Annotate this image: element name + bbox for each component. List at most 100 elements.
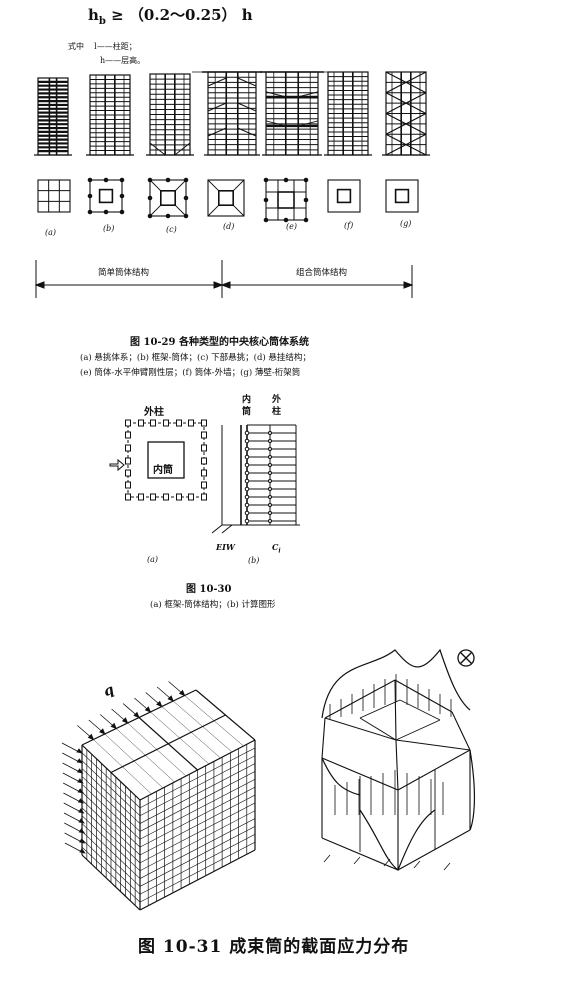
truss-diagonal [385, 112, 427, 135]
column-square [125, 469, 131, 477]
load-arrowhead [78, 828, 86, 834]
tube-division [395, 739, 399, 791]
column-square [125, 444, 131, 452]
column-dot [183, 195, 189, 201]
face-floor [139, 771, 256, 832]
formula: hb ≥ （0.2～0.25） h [88, 4, 253, 27]
plan-f [327, 179, 361, 213]
face-floor [81, 823, 141, 879]
fig30-plan [109, 419, 207, 501]
column-dot [183, 213, 189, 219]
elevation-e [260, 71, 324, 156]
plan-diagonal [232, 204, 245, 217]
plan-diagonal [149, 179, 162, 192]
figure-10-29-diagram [34, 71, 430, 298]
formula-sub: b [98, 16, 106, 27]
hinge-node [244, 430, 250, 436]
hinge-node [244, 518, 250, 524]
column-dot [147, 195, 153, 201]
hatch [323, 854, 331, 863]
load-arrowhead [87, 733, 95, 741]
load-arrowhead [167, 695, 174, 702]
hinge-node [244, 454, 250, 460]
elevations [34, 71, 430, 156]
fig29-caption-line1: (a) 悬挑体系；(b) 框架-筒体；(c) 下部悬挑；(d) 悬挂结构； [80, 353, 311, 363]
compression-curve-left [321, 757, 361, 796]
load-arrowhead [76, 758, 84, 764]
fig29-label-f: (f) [344, 221, 354, 230]
where-line1: l——柱距； [94, 42, 137, 51]
face-floor [139, 779, 256, 840]
tube-cell [399, 699, 441, 721]
fig31-bundled-tube-frame [81, 689, 256, 911]
face-floor [81, 768, 141, 824]
fig30-ci: Ci [272, 542, 281, 555]
column-square [163, 419, 169, 427]
column-square [201, 469, 207, 477]
tube-cell [395, 719, 441, 741]
roof-grid [150, 711, 210, 765]
column-dot [87, 177, 93, 183]
fig30-eiw: EIW [216, 542, 235, 552]
hinge-node [244, 486, 250, 492]
fig29-label-e: (e) [286, 222, 297, 231]
plan-outline [37, 179, 71, 213]
plan-outline [207, 179, 245, 217]
hinge-node [244, 478, 250, 484]
tension-curve [321, 648, 471, 719]
fig31-stress-distribution [321, 648, 476, 871]
column-square [125, 431, 131, 439]
face-floor [81, 839, 141, 895]
face-floor [139, 834, 256, 895]
formula-lhs: h [88, 6, 99, 24]
hinge-node [268, 479, 272, 483]
face-floor [139, 794, 256, 856]
plan-diagonal [207, 204, 220, 217]
hinge-node [268, 487, 272, 491]
column-dot [103, 177, 109, 183]
outrigger-brace [298, 120, 319, 127]
tube-division [395, 739, 471, 751]
load-arrowhead [178, 689, 186, 697]
face-floor [81, 784, 141, 840]
hinge-node [244, 438, 250, 444]
brace [174, 142, 191, 156]
plan-d [207, 179, 245, 217]
plan-diagonal [207, 179, 220, 192]
roof-grid [93, 739, 152, 795]
hinge-node [268, 447, 272, 451]
hinge-node [244, 494, 250, 500]
fig29-label-c: (c) [166, 225, 177, 234]
hinge-node [244, 446, 250, 452]
load-arrowhead [78, 838, 86, 844]
hinge-node [244, 502, 250, 508]
roof-grid [104, 733, 164, 789]
load-arrowhead [77, 778, 84, 784]
column-dot [119, 209, 125, 215]
plan-outline [265, 179, 307, 221]
column-square [176, 493, 182, 501]
hinge-node [268, 471, 272, 475]
where-prefix: 式中 [68, 42, 84, 51]
load-arrowhead [144, 706, 152, 713]
elevation-f [324, 71, 372, 156]
outrigger-brace [265, 91, 286, 98]
figure-10-31-diagram [61, 648, 476, 911]
face-floor [81, 791, 141, 848]
fig30-ci-sub: i [278, 547, 281, 555]
hinge-node [268, 503, 272, 507]
column-dot [165, 177, 171, 183]
fig30-label-a: (a) [147, 555, 159, 564]
column-square [125, 493, 131, 501]
elevation-c [146, 73, 194, 156]
plan-core [394, 188, 410, 204]
outrigger-brace [298, 91, 319, 98]
column-dot [87, 193, 93, 199]
hinge-node [268, 519, 272, 523]
column-square [125, 419, 131, 427]
load-arrowhead [110, 722, 117, 730]
column-square [201, 481, 207, 489]
face-floor [139, 826, 256, 887]
fig30-caption: (a) 框架-筒体结构；(b) 计算图形 [150, 600, 276, 610]
outrigger-brace [265, 120, 286, 127]
